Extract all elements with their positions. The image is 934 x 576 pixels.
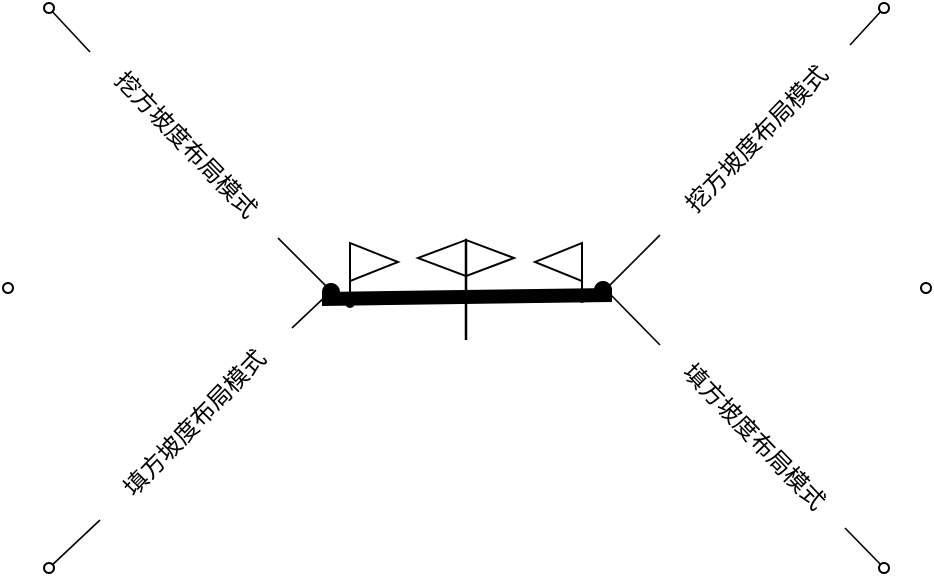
handle-circle-icon[interactable] bbox=[43, 2, 55, 14]
left-road-edge-node bbox=[322, 283, 340, 301]
handle-circle-icon[interactable] bbox=[878, 562, 890, 574]
handle-circle-icon[interactable] bbox=[43, 562, 55, 574]
road-cross-section bbox=[322, 238, 612, 340]
slope-line-bottom-right-lower bbox=[844, 527, 885, 569]
slope-line-bottom-left-lower bbox=[48, 519, 101, 569]
double-arrow-icon bbox=[415, 238, 517, 278]
slope-line-top-left-upper bbox=[48, 7, 91, 53]
label-top-right: 挖方坡度布局模式 bbox=[680, 60, 834, 218]
slope-line-top-right-lower bbox=[604, 234, 661, 291]
slope-line-top-right-upper bbox=[849, 7, 885, 46]
label-bottom-left: 填方坡度布局模式 bbox=[118, 344, 272, 502]
flag-arrow-icon bbox=[532, 241, 583, 298]
handle-circle-icon[interactable] bbox=[2, 282, 14, 294]
flag-arrow-icon bbox=[349, 241, 401, 303]
slope-lines bbox=[48, 7, 885, 569]
right-road-edge-node bbox=[594, 281, 612, 299]
slope-line-top-left-lower bbox=[277, 237, 331, 291]
handle-circle-icon[interactable] bbox=[920, 282, 932, 294]
handle-circle-icon[interactable] bbox=[878, 2, 890, 14]
slope-line-bottom-right-upper bbox=[609, 293, 661, 346]
label-top-left: 挖方坡度布局模式 bbox=[109, 66, 263, 224]
label-bottom-right: 填方坡度布局模式 bbox=[677, 358, 831, 516]
